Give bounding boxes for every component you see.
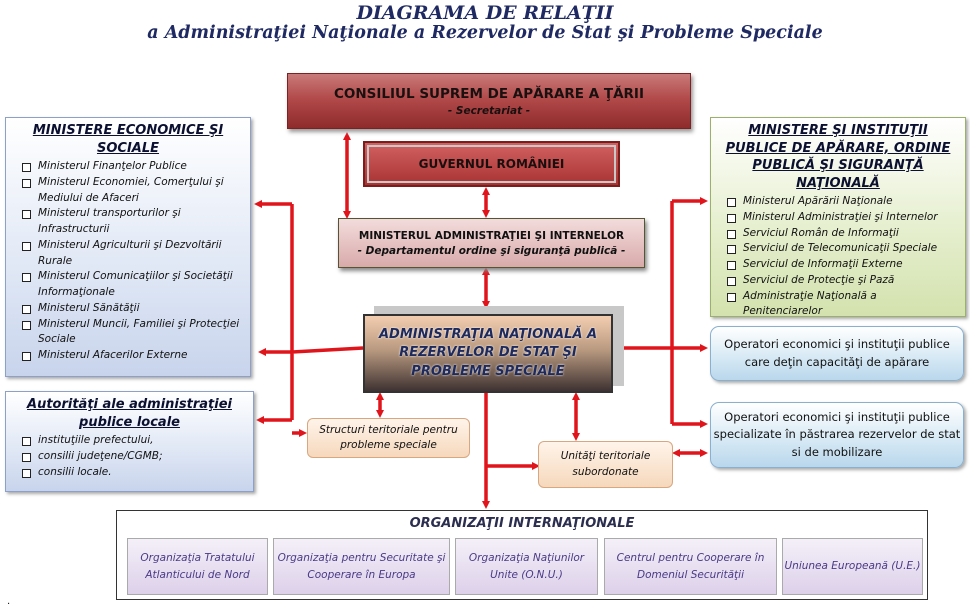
autoritati-title: Autorităţi ale administraţiei publice lo… [27, 397, 232, 430]
footnote-mark: . [7, 596, 11, 607]
ministere-aparare-title: MINISTERE ŞI INSTITUŢII PUBLICE DE APĂRA… [725, 123, 951, 191]
org-osce: Organizaţia pentru Securitate şi Coopera… [273, 538, 450, 595]
org-ue: Uniunea Europeană (U.E.) [782, 538, 923, 595]
mai-title: MINISTERUL ADMINISTRAŢIEI ŞI INTERNELOR [358, 229, 625, 242]
org-security-cooperation: Centrul pentru Cooperare în Domeniul Sec… [604, 538, 777, 595]
list-item: Ministerul Apărării Naţionale [727, 194, 959, 210]
mai-subtitle: - Departamentul ordine şi siguranţă publ… [357, 244, 626, 257]
org-nato: Organizaţia Tratatului Atlanticului de N… [127, 538, 268, 595]
csat-subtitle: - Secretariat - [447, 104, 531, 117]
arrow-anrs-left-bus [290, 346, 364, 420]
list-item: Ministerul Muncii, Familiei şi Protecţie… [22, 317, 244, 349]
list-item: Administraţie Naţională a Penitenciarelo… [727, 289, 959, 321]
ministere-aparare-list: Ministerul Apărării Naţionale Ministerul… [711, 194, 965, 320]
org-onu-label: Organizaţia Naţiunilor Unite (O.N.U.) [468, 551, 585, 581]
guvern-box: GUVERNUL ROMÂNIEI [363, 141, 620, 187]
org-osce-label: Organizaţia pentru Securitate şi Coopera… [277, 551, 446, 581]
anrs-title: ADMINISTRAŢIA NAŢIONALĂ A REZERVELOR DE … [378, 327, 598, 379]
list-item: Ministerul Comunicaţiilor şi Societăţii … [22, 269, 244, 301]
list-item: Ministerul Administraţiei şi Internelor [727, 210, 959, 226]
guvern-title: GUVERNUL ROMÂNIEI [418, 157, 565, 171]
list-item: Serviciul de Protecţie şi Pază [727, 273, 959, 289]
list-item: Ministerul Finanţelor Publice [22, 159, 244, 175]
unitati-teritoriale-text: Unităţi teritoriale subordonate [560, 450, 651, 478]
mai-box: MINISTERUL ADMINISTRAŢIEI ŞI INTERNELOR … [338, 218, 645, 268]
list-item: consilii locale. [22, 465, 247, 481]
structuri-teritoriale-box: Structuri teritoriale pentru probleme sp… [307, 418, 470, 458]
org-security-cooperation-label: Centrul pentru Cooperare în Domeniul Sec… [616, 551, 765, 581]
diagram-title: DIAGRAMA DE RELAŢII [356, 2, 614, 24]
structuri-teritoriale-text: Structuri teritoriale pentru probleme sp… [319, 423, 458, 451]
ministere-economice-title: MINISTERE ECONOMICE ŞI SOCIALE [32, 123, 224, 156]
operatori-aparare-box: Operatori economici şi instituţii public… [710, 326, 964, 381]
list-item: Ministerul Economiei, Comerţului şi Medi… [22, 175, 244, 207]
list-item: Serviciul de Informaţii Externe [727, 257, 959, 273]
anrs-box: ADMINISTRAŢIA NAŢIONALĂ A REZERVELOR DE … [363, 314, 613, 393]
operatori-rezerve-text: Operatori economici şi instituţii public… [713, 410, 961, 459]
autoritati-box: Autorităţi ale administraţiei publice lo… [5, 391, 254, 492]
csat-box: CONSILIUL SUPREM DE APĂRARE A ŢĂRII - Se… [287, 73, 691, 129]
list-item: Serviciul de Telecomunicaţii Speciale [727, 241, 959, 257]
list-item: consilii judeţene/CGMB; [22, 449, 247, 465]
unitati-teritoriale-box: Unităţi teritoriale subordonate [538, 441, 673, 488]
operatori-rezerve-box: Operatori economici şi instituţii public… [710, 402, 964, 468]
list-item: Ministerul Agriculturii şi Dezvoltării R… [22, 238, 244, 270]
list-item: Ministerul transporturilor şi Infrastruc… [22, 206, 244, 238]
list-item: Serviciul Român de Informaţii [727, 226, 959, 242]
ministere-aparare-box: MINISTERE ŞI INSTITUŢII PUBLICE DE APĂRA… [710, 117, 966, 317]
list-item: Ministerul Sănătăţii [22, 301, 244, 317]
operatori-aparare-text: Operatori economici şi instituţii public… [724, 337, 950, 369]
autoritati-list: instituţiile prefectului, consilii judeţ… [6, 433, 253, 480]
org-ue-label: Uniunea Europeană (U.E.) [784, 560, 921, 573]
list-item: instituţiile prefectului, [22, 433, 247, 449]
ministere-economice-list: Ministerul Finanţelor Publice Ministerul… [6, 159, 250, 364]
org-onu: Organizaţia Naţiunilor Unite (O.N.U.) [455, 538, 598, 595]
organizatii-title: ORGANIZAŢII INTERNAŢIONALE [409, 516, 635, 531]
org-nato-label: Organizaţia Tratatului Atlanticului de N… [140, 551, 255, 581]
list-item: Ministerul Afacerilor Externe [22, 348, 244, 364]
ministere-economice-box: MINISTERE ECONOMICE ŞI SOCIALE Ministeru… [5, 117, 251, 377]
diagram-subtitle: a Administraţiei Naţionale a Rezervelor … [147, 23, 823, 43]
csat-title: CONSILIUL SUPREM DE APĂRARE A ŢĂRII [334, 85, 644, 102]
